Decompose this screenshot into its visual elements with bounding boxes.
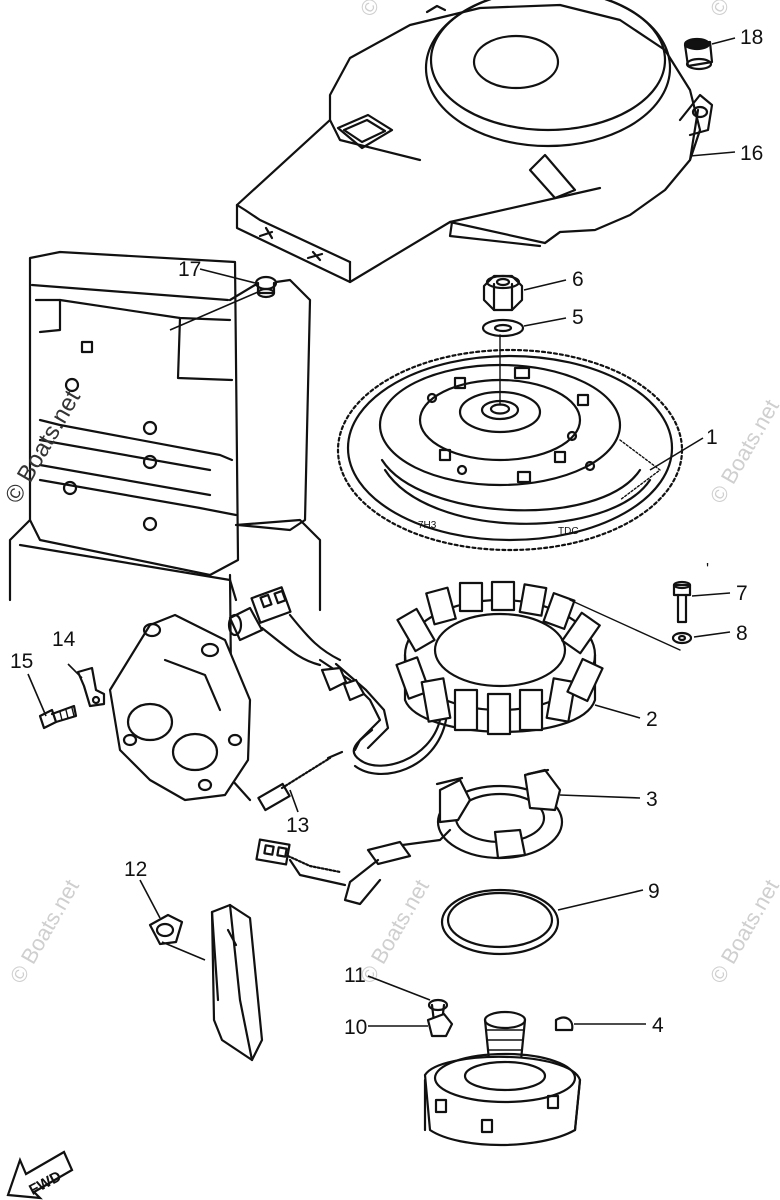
fwd-arrow: FWD xyxy=(6,1150,74,1200)
callout-12: 12 xyxy=(124,858,147,881)
grommet xyxy=(683,37,714,71)
leader-17-to-block xyxy=(169,291,259,331)
callout-6: 6 xyxy=(572,268,584,291)
callout-leaders xyxy=(27,37,736,1027)
callout-9: 9 xyxy=(648,880,660,903)
watermark-text: © Boats.net xyxy=(705,395,780,507)
callout-16: 16 xyxy=(740,142,763,165)
wire-connector xyxy=(257,750,344,812)
mounting-bracket xyxy=(108,613,252,802)
cover-bolt xyxy=(254,275,278,299)
clamp-bolt xyxy=(38,704,78,730)
callout-18: 18 xyxy=(740,26,763,49)
callout-13: 13 xyxy=(286,814,309,837)
leader-12-detail xyxy=(161,941,206,961)
callout-labels: 18 16 17 6 5 1 7 8 14 15 2 3 13 12 9 11 … xyxy=(10,26,763,1039)
cylinder-head-background xyxy=(8,250,322,802)
watermark-text: © Boats.net xyxy=(355,0,434,21)
callout-2: 2 xyxy=(646,708,658,731)
flywheel-magneto xyxy=(336,334,684,552)
pulser-coil xyxy=(255,768,564,906)
callout-7: 7 xyxy=(736,582,748,605)
flywheel-nut xyxy=(482,274,524,312)
crankshaft-base xyxy=(423,1010,582,1147)
woodruff-key xyxy=(554,1016,574,1032)
watermark-text: © Boats.net xyxy=(5,875,84,987)
callout-15: 15 xyxy=(10,650,33,673)
lead-clamp xyxy=(426,1012,454,1038)
callout-1: 1 xyxy=(706,426,718,449)
watermark-text: © Boats.net xyxy=(705,875,780,987)
stator-washer xyxy=(671,631,693,645)
stator-bolt xyxy=(672,580,692,624)
watermark-text: © Boats.net xyxy=(355,875,434,987)
steering-bracket-fragment xyxy=(210,903,264,1062)
stray-mark: ' xyxy=(706,561,709,578)
callout-3: 3 xyxy=(646,788,658,811)
callout-10: 10 xyxy=(344,1016,367,1039)
callout-11: 11 xyxy=(344,964,366,987)
callout-4: 4 xyxy=(652,1014,664,1037)
wire-clamp xyxy=(76,666,106,708)
callout-5: 5 xyxy=(572,306,584,329)
stator-coil xyxy=(352,580,681,775)
wiring-harness xyxy=(227,586,390,752)
wire-clip xyxy=(148,913,184,946)
callout-17: 17 xyxy=(178,258,201,281)
flywheel-mark: TDC xyxy=(558,526,579,537)
watermark-text: © Boats.net xyxy=(705,0,780,21)
stator-ring xyxy=(440,888,560,956)
flywheel-mark: 7H3 xyxy=(418,520,437,531)
flywheel-cover xyxy=(235,0,714,284)
flywheel-washer xyxy=(481,318,525,338)
callout-8: 8 xyxy=(736,622,748,645)
callout-14: 14 xyxy=(52,628,76,651)
